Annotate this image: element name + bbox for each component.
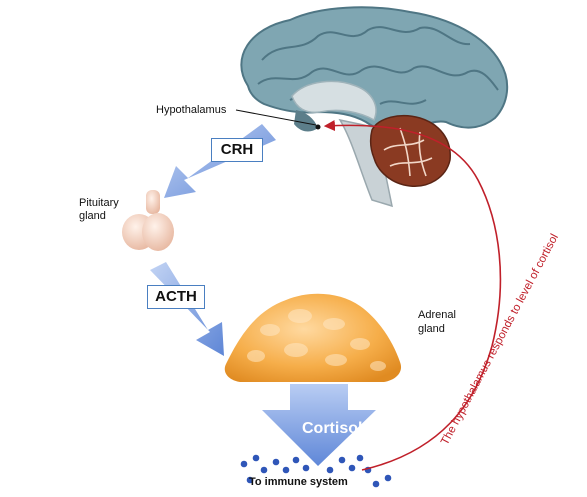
adrenal-label: Adrenal gland (418, 308, 456, 336)
adrenal-gland-illustration (224, 293, 402, 382)
adrenal-texture (247, 309, 386, 371)
acth-box: ACTH (147, 285, 205, 309)
feedback-arrow (323, 119, 502, 471)
pituitary-gland-illustration (122, 190, 174, 251)
adrenal-label-line1: Adrenal (418, 309, 456, 321)
pituitary-label-line2: gland (79, 210, 106, 222)
acth-arrow (150, 262, 224, 356)
pituitary-label-line1: Pituitary (79, 197, 119, 209)
immune-system-label: To immune system (249, 476, 348, 488)
cortisol-molecule-dots (240, 454, 392, 488)
crh-box: CRH (211, 138, 263, 162)
cortisol-label: Cortisol (302, 420, 363, 437)
hypothalamus-label: Hypothalamus (156, 104, 227, 116)
hypothalamus-pointer (235, 109, 317, 126)
pituitary-label: Pituitary gland (79, 197, 119, 223)
cortisol-arrow (262, 384, 376, 466)
adrenal-label-line2: gland (418, 323, 445, 335)
brain-illustration (240, 6, 509, 208)
